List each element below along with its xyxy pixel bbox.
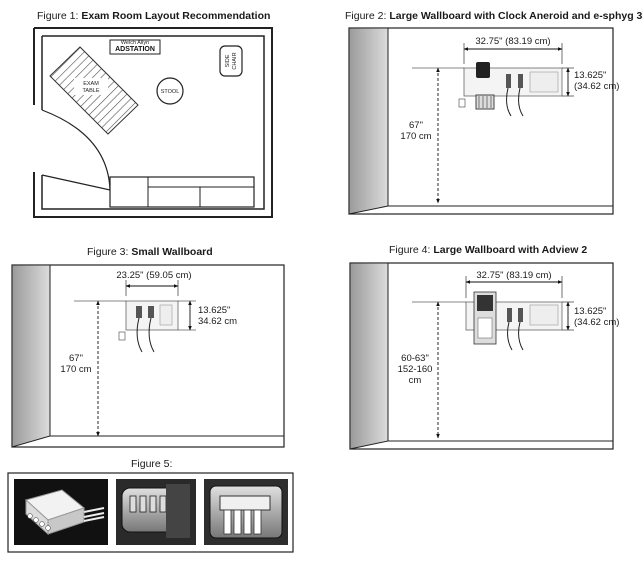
outlet	[118, 331, 126, 341]
exam-table	[49, 46, 139, 135]
fig3-width-label: 23.25" (59.05 cm)	[116, 270, 192, 281]
figure-4-drawing	[349, 262, 614, 450]
exam-table-label-2: TABLE	[82, 88, 99, 94]
adstation-plate	[109, 39, 161, 55]
fig2-width-label: 32.75" (83.19 cm)	[475, 36, 551, 47]
side-chair	[219, 45, 243, 77]
side-chair-label-1: SIDE	[225, 54, 231, 67]
figure-5-drawing	[7, 472, 294, 553]
fig4-width-label: 32.75" (83.19 cm)	[476, 270, 552, 281]
figure-3-drawing	[11, 264, 285, 448]
clock-aneroid	[476, 62, 490, 78]
fig3-height-label: 13.625" 34.62 cm	[198, 305, 238, 327]
fig2-height-label: 13.625" (34.62 cm)	[574, 70, 620, 92]
exam-table-label-1: EXAM	[83, 81, 99, 87]
fig2-mount-height-label: 67" 170 cm	[400, 120, 432, 142]
outlet	[458, 98, 466, 108]
connector-photo-1	[14, 479, 108, 545]
connector-photo-3	[204, 479, 288, 545]
fig4-height-label: 13.625" (34.62 cm)	[574, 306, 620, 328]
figure-1-caption: Figure 1: Exam Room Layout Recommendatio…	[37, 10, 271, 22]
brand-small-label: Welch Allyn	[121, 40, 149, 46]
exam-room-plan	[33, 27, 273, 218]
figure-4-caption: Figure 4: Large Wallboard with Adview 2	[389, 244, 588, 256]
figure-3-caption: Figure 3: Small Wallboard	[87, 246, 213, 258]
figure-2-caption: Figure 2: Large Wallboard with Clock Ane…	[345, 10, 642, 22]
stool-label: STOOL	[161, 89, 180, 95]
adstation-label: ADSTATION	[115, 46, 155, 53]
counter	[109, 176, 255, 208]
figure-2-drawing	[348, 27, 614, 215]
stool	[156, 77, 184, 105]
figure-5-caption: Figure 5:	[131, 458, 173, 470]
connector-photo-2	[116, 479, 196, 545]
fig3-mount-height-label: 67" 170 cm	[60, 353, 92, 375]
fig4-mount-height-label: 60-63" 152-160 cm	[397, 353, 433, 386]
side-chair-label-2: CHAIR	[232, 52, 238, 69]
